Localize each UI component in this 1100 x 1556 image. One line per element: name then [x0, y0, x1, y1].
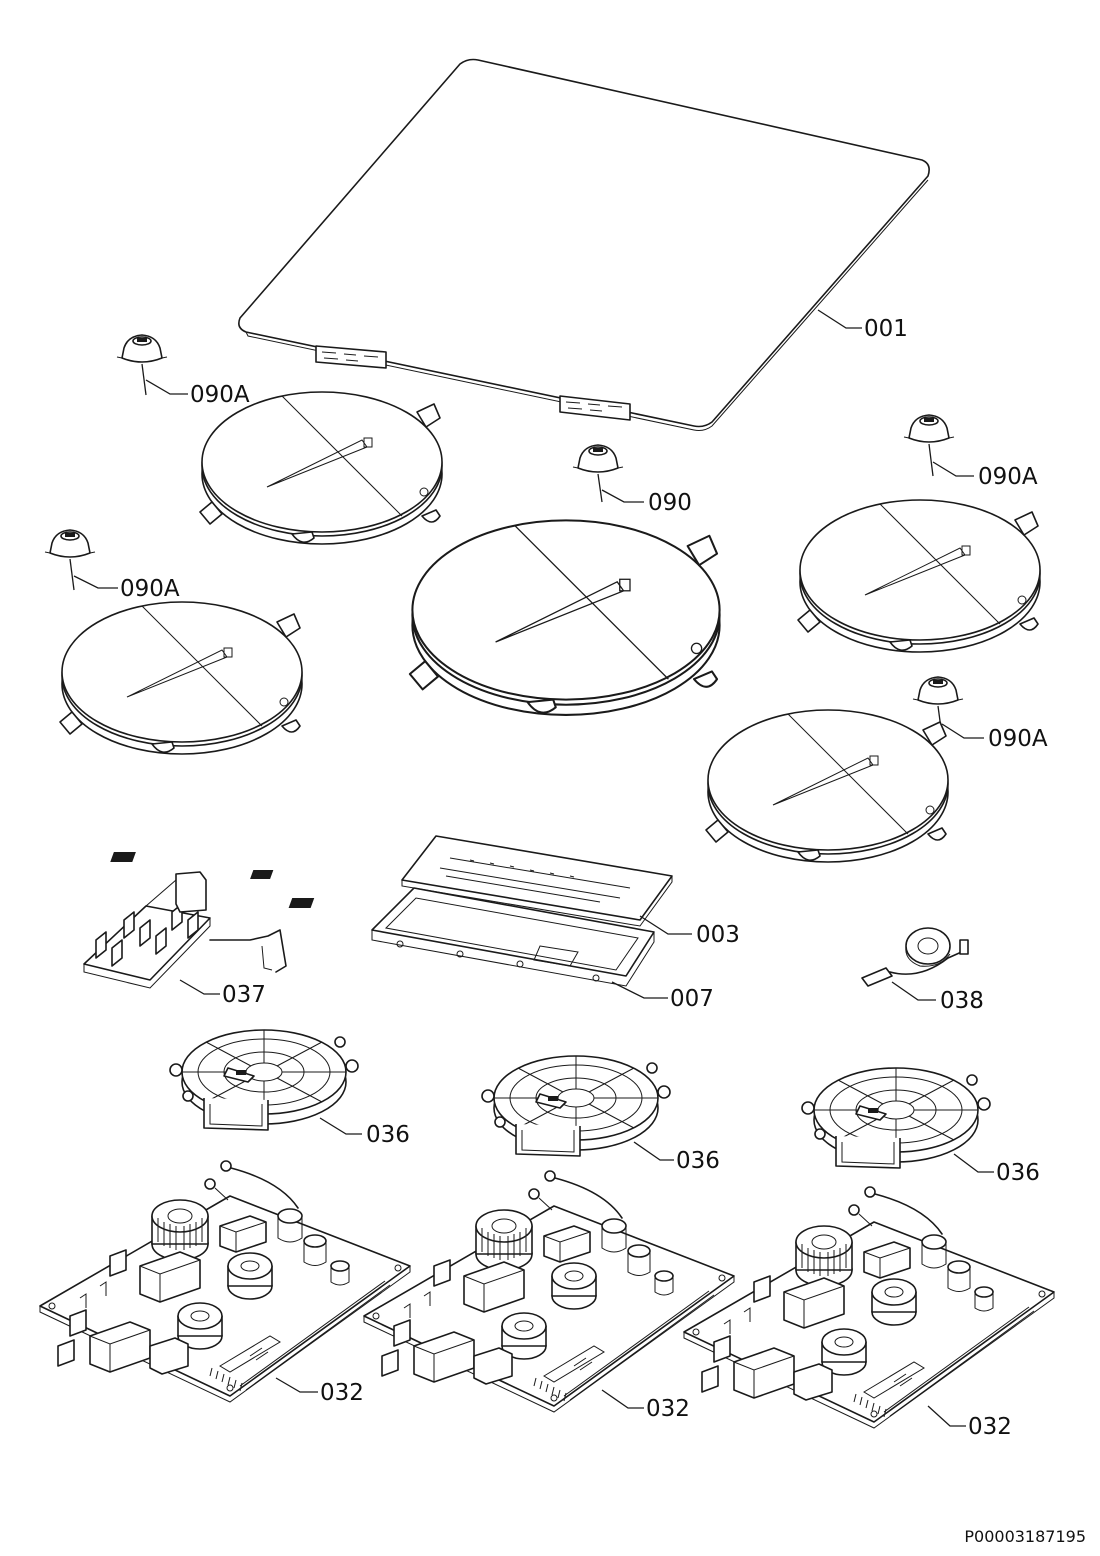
- callout-090a-4: 090A: [988, 726, 1048, 752]
- part-036-fan-left: [169, 1029, 359, 1131]
- induction-disc-upper-left: [199, 391, 443, 545]
- part-090a-cap-left: [44, 529, 96, 591]
- part-090a-cap-right: [903, 414, 955, 477]
- induction-disc-center: [408, 519, 721, 716]
- part-032-power-board-right: [683, 1186, 1055, 1429]
- callout-007: 007: [670, 986, 714, 1012]
- callout-090a-1: 090A: [190, 382, 250, 408]
- document-code: P00003187195: [964, 1527, 1086, 1546]
- part-036-fan-right: [801, 1067, 991, 1169]
- callout-003: 003: [696, 922, 740, 948]
- part-001-glass-top: [238, 58, 930, 431]
- callout-036-3: 036: [996, 1160, 1040, 1186]
- part-003-control-board: [110, 835, 673, 927]
- part-038-ferrite-sensor: [861, 927, 969, 987]
- callout-090a-2: 090A: [978, 464, 1038, 490]
- callout-090a-3: 090A: [120, 576, 180, 602]
- induction-disc-lower-right: [705, 709, 949, 863]
- part-037-terminal-block: [83, 871, 287, 989]
- part-090-cap-center: [572, 444, 624, 503]
- callout-038: 038: [940, 988, 984, 1014]
- induction-disc-left: [59, 601, 303, 755]
- callout-090: 090: [648, 490, 692, 516]
- part-032-power-board-left: [39, 1160, 411, 1403]
- callout-032-3: 032: [968, 1414, 1012, 1440]
- callout-036-1: 036: [366, 1122, 410, 1148]
- callout-036-2: 036: [676, 1148, 720, 1174]
- induction-disc-right: [797, 499, 1041, 653]
- part-090a-cap-top-left: [116, 334, 168, 396]
- part-036-fan-center: [481, 1055, 671, 1157]
- callout-037: 037: [222, 982, 266, 1008]
- part-032-power-board-center: [363, 1170, 735, 1413]
- part-007-board-carrier: [371, 887, 655, 987]
- callout-032-1: 032: [320, 1380, 364, 1406]
- callout-032-2: 032: [646, 1396, 690, 1422]
- callout-001: 001: [864, 316, 908, 342]
